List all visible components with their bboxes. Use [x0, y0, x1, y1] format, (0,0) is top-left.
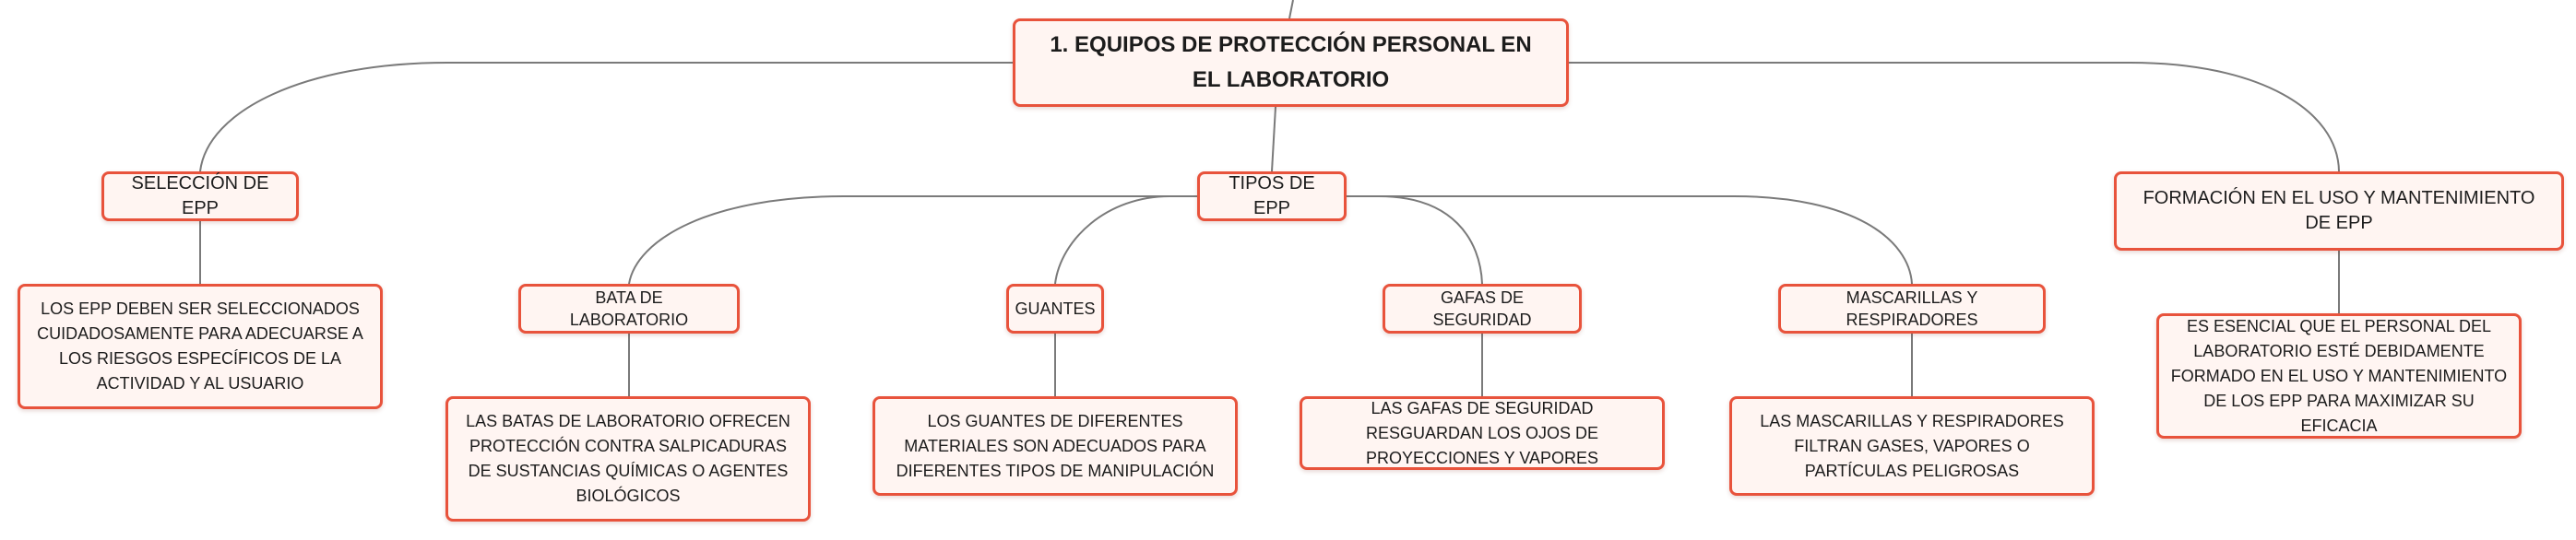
branch-formacion-epp-label: FORMACIÓN EN EL USO Y MANTENIMIENTO DE E… — [2143, 188, 2535, 233]
connector-root-seleccion — [199, 62, 1015, 172]
detail-bata-laboratorio-text: LAS BATAS DE LABORATORIO OFRECEN PROTECC… — [466, 412, 790, 505]
detail-guantes-text: LOS GUANTES DE DIFERENTES MATERIALES SON… — [896, 411, 1215, 480]
topic-bata-laboratorio-label: BATA DE LABORATORIO — [569, 288, 689, 329]
detail-guantes[interactable]: LOS GUANTES DE DIFERENTES MATERIALES SON… — [873, 396, 1238, 496]
detail-gafas-seguridad-text: LAS GAFAS DE SEGURIDAD RESGUARDAN LOS OJ… — [1365, 398, 1599, 467]
connector-tipos-gafas — [1347, 195, 1483, 285]
topic-mascarillas-respiradores[interactable]: MASCARILLAS Y RESPIRADORES — [1778, 284, 2046, 334]
root-topic-label: 1. EQUIPOS DE PROTECCIÓN PERSONAL EN EL … — [1050, 32, 1532, 92]
topic-gafas-seguridad[interactable]: GAFAS DE SEGURIDAD — [1383, 284, 1582, 334]
connector-tipos-bata — [628, 195, 1197, 285]
detail-formacion-epp-text: ES ESENCIAL QUE EL PERSONAL DEL LABORATO… — [2170, 316, 2508, 435]
connector-root-parent — [1288, 0, 1294, 19]
detail-formacion-epp[interactable]: ES ESENCIAL QUE EL PERSONAL DEL LABORATO… — [2156, 313, 2522, 439]
connector-tipos-guantes — [1054, 195, 1197, 285]
detail-bata-laboratorio[interactable]: LAS BATAS DE LABORATORIO OFRECEN PROTECC… — [445, 396, 811, 522]
topic-mascarillas-respiradores-label: MASCARILLAS Y RESPIRADORES — [1846, 288, 1978, 329]
branch-seleccion-epp[interactable]: SELECCIÓN DE EPP — [101, 171, 299, 221]
root-topic[interactable]: 1. EQUIPOS DE PROTECCIÓN PERSONAL EN EL … — [1013, 18, 1569, 107]
branch-tipos-epp[interactable]: TIPOS DE EPP — [1197, 171, 1347, 221]
topic-bata-laboratorio[interactable]: BATA DE LABORATORIO — [518, 284, 740, 334]
topic-guantes[interactable]: GUANTES — [1006, 284, 1104, 334]
detail-gafas-seguridad[interactable]: LAS GAFAS DE SEGURIDAD RESGUARDAN LOS OJ… — [1300, 396, 1665, 470]
topic-guantes-label: GUANTES — [1015, 299, 1096, 318]
detail-mascarillas-respiradores-text: LAS MASCARILLAS Y RESPIRADORES FILTRAN G… — [1760, 411, 2064, 480]
branch-seleccion-epp-label: SELECCIÓN DE EPP — [131, 173, 269, 218]
topic-gafas-seguridad-label: GAFAS DE SEGURIDAD — [1432, 288, 1532, 329]
connector-root-formacion — [1568, 62, 2340, 172]
connector-root-tipos — [1271, 106, 1276, 172]
detail-seleccion-epp[interactable]: LOS EPP DEBEN SER SELECCIONADOS CUIDADOS… — [18, 284, 383, 409]
detail-mascarillas-respiradores[interactable]: LAS MASCARILLAS Y RESPIRADORES FILTRAN G… — [1729, 396, 2095, 496]
branch-tipos-epp-label: TIPOS DE EPP — [1229, 173, 1315, 218]
branch-formacion-epp[interactable]: FORMACIÓN EN EL USO Y MANTENIMIENTO DE E… — [2114, 171, 2564, 251]
detail-seleccion-epp-text: LOS EPP DEBEN SER SELECCIONADOS CUIDADOS… — [37, 299, 363, 393]
connector-tipos-mascarillas — [1347, 195, 1913, 285]
